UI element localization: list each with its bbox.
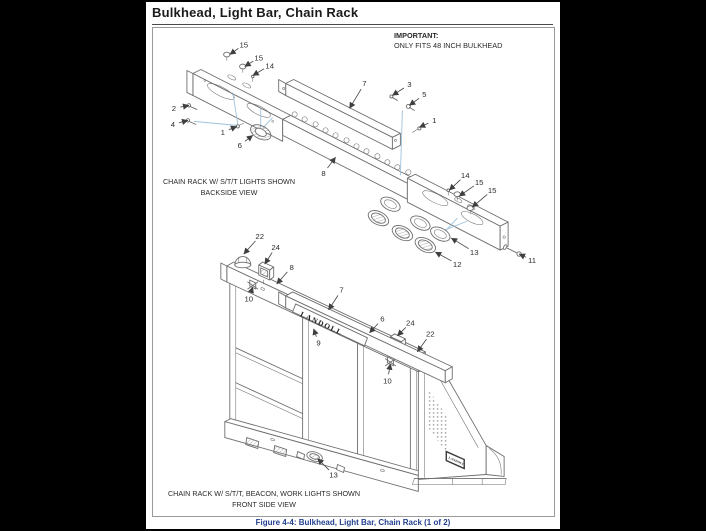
callout-arrow	[397, 327, 407, 337]
front-caption-line1: CHAIN RACK W/ S/T/T, BEACON, WORK LIGHTS…	[167, 489, 361, 498]
backside-view-caption: CHAIN RACK W/ S/T/T LIGHTS SHOWN BACKSID…	[150, 177, 308, 198]
callout-label: 22	[255, 232, 264, 241]
callout-label: 15	[239, 40, 248, 49]
callout-arrow	[312, 328, 319, 337]
callout-label: 24	[271, 243, 280, 252]
callout-label: 3	[407, 80, 411, 89]
callout-label: 4	[171, 120, 176, 129]
callout-label: 22	[426, 330, 435, 339]
diagram-frame: LANDOLL	[152, 27, 555, 517]
backside-view-drawing	[185, 51, 522, 257]
light-bar-left-segment	[186, 69, 292, 142]
callout-arrow	[229, 48, 239, 55]
callout-label: 8	[321, 169, 325, 178]
backside-caption-line2: BACKSIDE VIEW	[200, 187, 258, 197]
callout-label: 8	[289, 263, 293, 272]
callout-arrow	[228, 125, 238, 132]
important-notice: IMPORTANT: ONLY FITS 48 INCH BULKHEAD	[394, 31, 502, 51]
bulkhead-frame	[229, 279, 417, 478]
work-light-left	[258, 261, 275, 285]
callout-arrow	[450, 237, 469, 250]
callout-arrow	[418, 121, 429, 128]
mount-bracket-left	[247, 279, 259, 290]
chain-rack-bar-front: LANDOLL	[278, 291, 453, 384]
important-notice-text: ONLY FITS 48 INCH BULKHEAD	[394, 41, 503, 50]
callout-arrow	[179, 118, 189, 126]
callout-arrow	[243, 240, 256, 255]
callout-label: 1	[432, 116, 436, 125]
callout-label: 12	[453, 260, 462, 269]
light-bezels	[380, 196, 451, 242]
light-bar-right-segment	[406, 173, 509, 251]
backside-caption-line1: CHAIN RACK W/ S/T/T LIGHTS SHOWN	[162, 177, 296, 186]
callout-arrow	[434, 251, 452, 262]
callout-label: 15	[488, 186, 497, 195]
callout-arrow	[458, 185, 475, 197]
callout-arrow	[317, 458, 330, 471]
callout-label: 15	[475, 178, 484, 187]
front-view-caption: CHAIN RACK W/ S/T/T, BEACON, WORK LIGHTS…	[148, 489, 380, 510]
important-notice-heading: IMPORTANT:	[394, 31, 439, 40]
callout-arrow	[264, 252, 273, 265]
beacon-light-left	[234, 256, 252, 269]
callout-label: 11	[528, 256, 536, 265]
callout-label: 14	[461, 171, 470, 180]
page-title: Bulkhead, Light Bar, Chain Rack	[152, 5, 553, 25]
callout-arrow	[369, 323, 379, 334]
figure-caption: Figure 4-4: Bulkhead, Light Bar, Chain R…	[255, 518, 451, 527]
callout-arrow	[327, 156, 336, 169]
callout-arrow	[180, 103, 190, 110]
callout-label: 1	[221, 128, 225, 137]
bulkhead-bottom-bar	[224, 418, 425, 492]
callout-arrow	[247, 286, 254, 294]
callout-arrow	[328, 295, 339, 311]
front-caption-line2: FRONT SIDE VIEW	[232, 499, 296, 509]
front-view-drawing: LANDOLL	[220, 256, 507, 492]
callout-label: 14	[265, 61, 274, 70]
stt-lights	[367, 210, 436, 254]
landoll-plate-text: LANDOLL	[448, 456, 465, 467]
callout-arrow	[244, 60, 254, 67]
callout-label: 2	[172, 104, 176, 113]
callout-arrow	[448, 179, 461, 191]
chain-hook-row	[291, 111, 412, 176]
callout-arrow	[252, 68, 265, 76]
trailer-front-structure: LANDOLL	[412, 361, 507, 485]
callout-arrow	[518, 253, 527, 260]
callout-arrow	[471, 194, 488, 208]
callout-label: 10	[244, 295, 253, 304]
callout-label: 7	[362, 79, 366, 88]
callout-arrow	[417, 338, 427, 353]
callout-label: 9	[316, 339, 320, 348]
callout-arrow	[392, 87, 405, 96]
document-page: Bulkhead, Light Bar, Chain Rack	[146, 2, 560, 529]
callout-label: 10	[383, 377, 392, 386]
callout-arrow	[349, 88, 362, 109]
grommet	[250, 124, 272, 141]
callout-arrow	[409, 97, 420, 106]
callout-arrow	[386, 363, 393, 375]
callout-label: 6	[238, 141, 242, 150]
callout-label: 6	[380, 315, 384, 324]
chain-rack-bar-backside	[278, 79, 401, 150]
callout-label: 13	[470, 248, 479, 257]
callout-label: 24	[406, 319, 415, 328]
callout-label: 7	[339, 286, 343, 295]
callout-label: 13	[329, 470, 338, 479]
callout-arrow	[276, 271, 288, 285]
diagram-svg: LANDOLL	[171, 40, 536, 492]
callout-label: 15	[254, 53, 263, 62]
callout-arrow	[244, 135, 254, 142]
callout-label: 5	[422, 90, 426, 99]
